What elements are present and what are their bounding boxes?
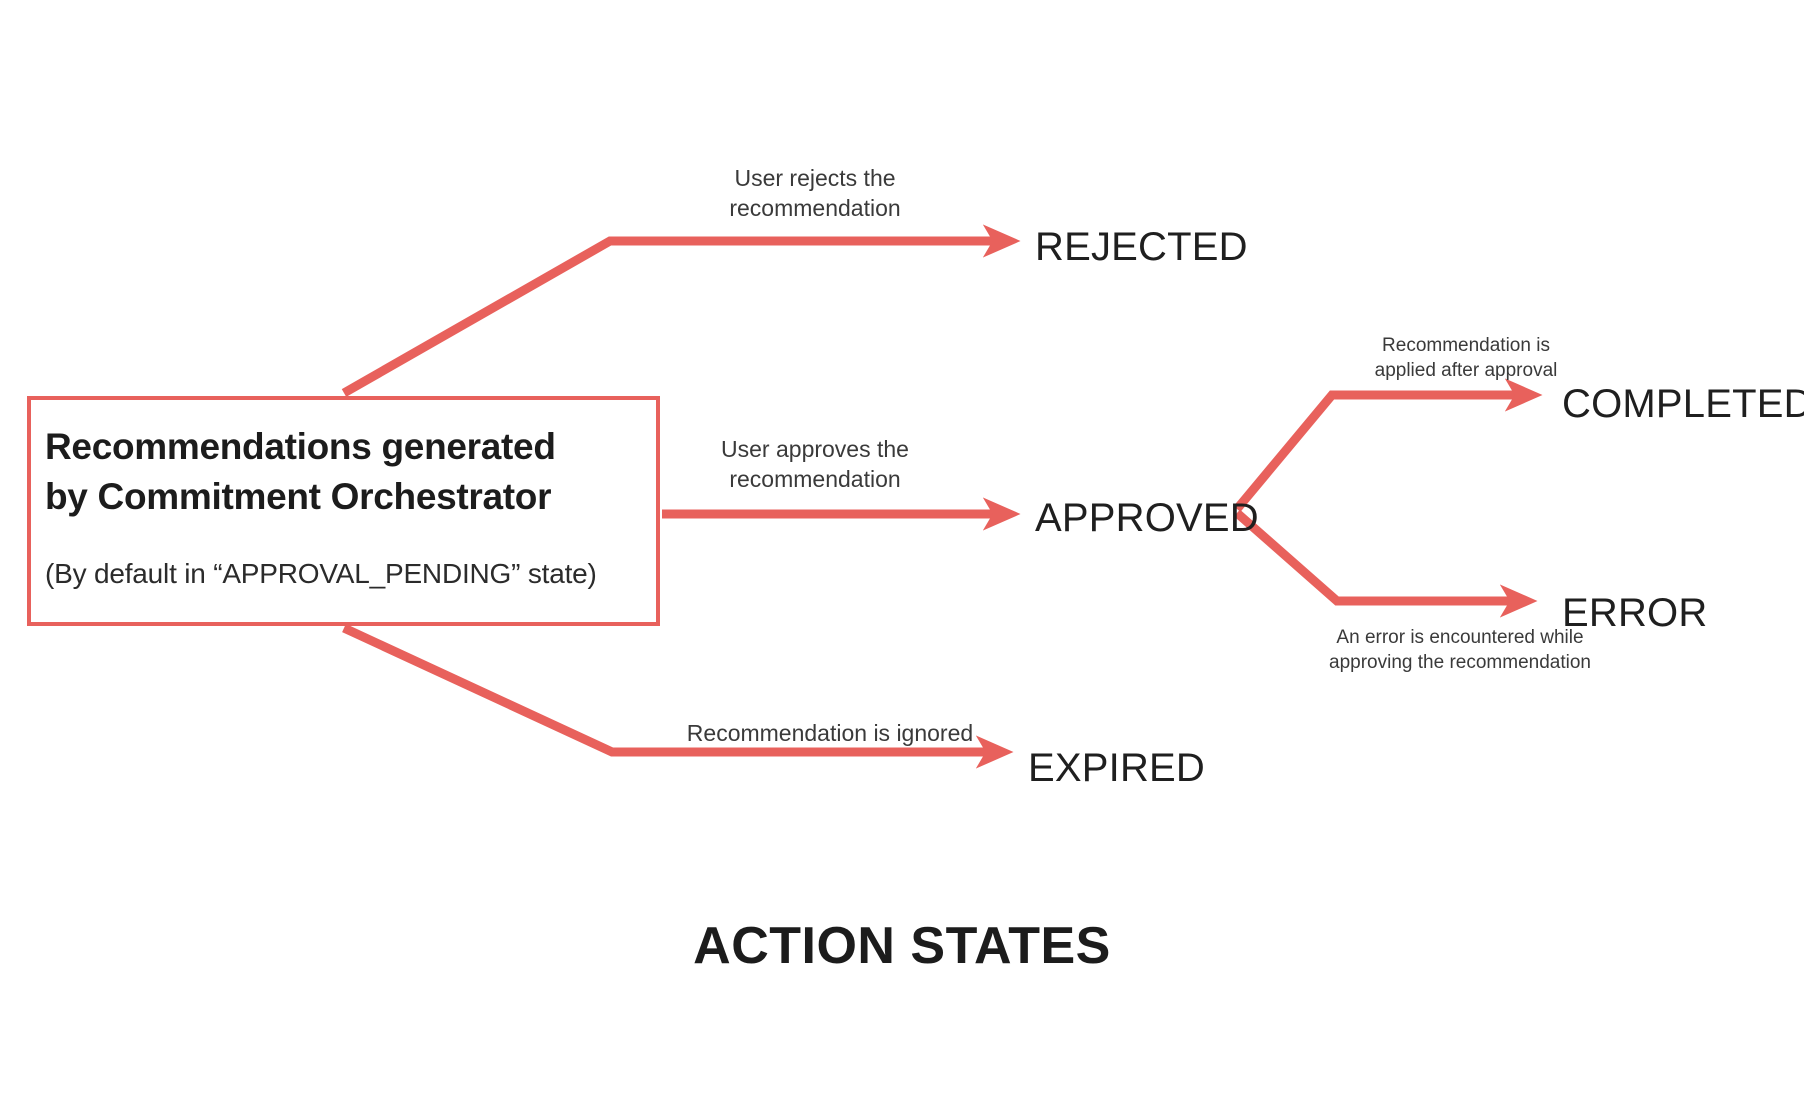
arrow-to-error	[1234, 509, 1538, 618]
source-node-subtitle: (By default in “APPROVAL_PENDING” state)	[45, 558, 597, 589]
source-node-title: Recommendations generated by Commitment …	[45, 426, 556, 517]
state-label-approved: APPROVED	[1035, 496, 1259, 540]
edge-label-to-approved: User approves the recommendation	[721, 436, 909, 493]
arrow-to-completed	[1233, 378, 1543, 512]
edge-label-to-error: An error is encountered while approving …	[1329, 627, 1591, 674]
edge-label-to-completed: Recommendation is applied after approval	[1374, 335, 1558, 382]
source-node: Recommendations generated by Commitment …	[27, 396, 660, 626]
state-label-error: ERROR	[1562, 591, 1708, 635]
diagram-title: ACTION STATES	[693, 917, 1111, 975]
edge-label-to-rejected: User rejects the recommendation	[729, 165, 901, 222]
arrow-to-rejected	[341, 224, 1021, 397]
state-label-completed: COMPLETED	[1562, 382, 1804, 426]
state-label-expired: EXPIRED	[1028, 746, 1206, 790]
edge-label-to-expired: Recommendation is ignored	[686, 720, 974, 746]
state-label-rejected: REJECTED	[1035, 225, 1248, 269]
